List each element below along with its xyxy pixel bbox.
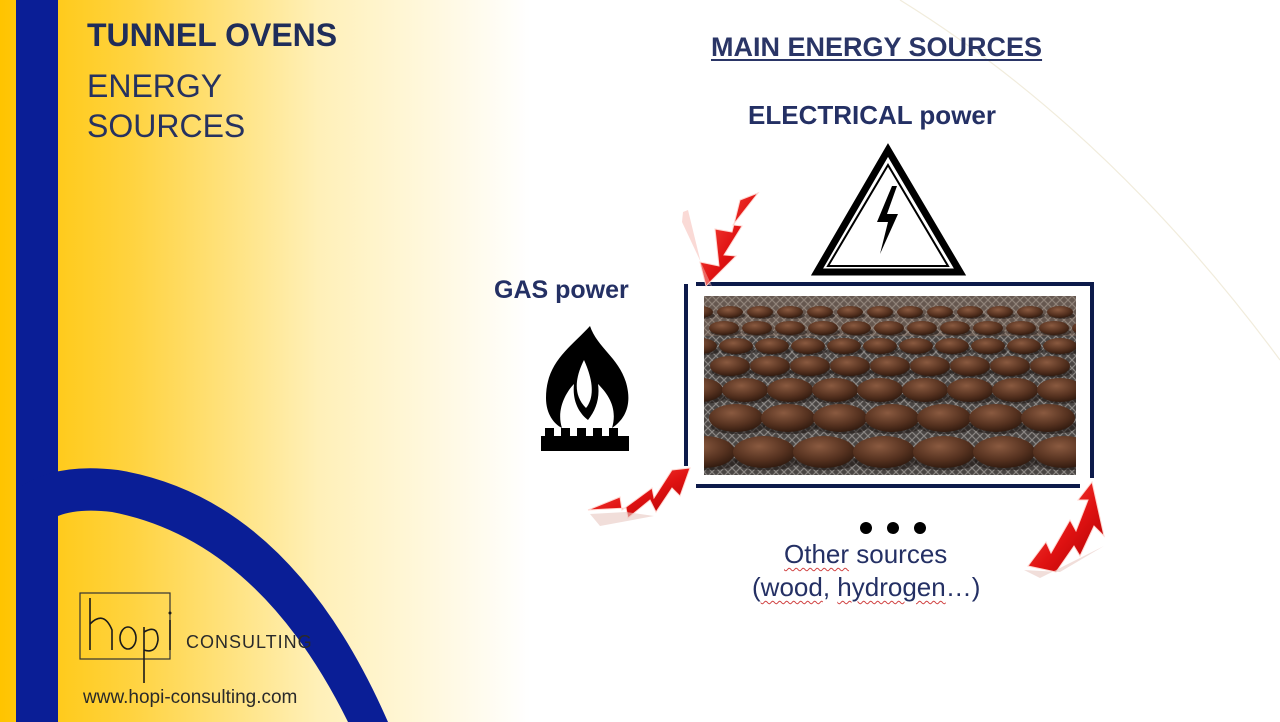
sources-word: sources — [849, 539, 948, 569]
brand-name: CONSULTING — [186, 632, 313, 652]
electrical-word: ELECTRICAL — [748, 100, 913, 130]
close-paren: …) — [945, 572, 981, 602]
open-paren: ( — [752, 572, 761, 602]
website-link[interactable]: www.hopi-consulting.com — [83, 687, 298, 708]
section-title: TUNNEL OVENS — [87, 17, 338, 53]
other-sources-line2: (wood, hydrogen…) — [752, 572, 980, 603]
gas-word: GAS — [494, 276, 549, 304]
blue-curve — [16, 468, 388, 722]
other-sources-line1: Other sources — [784, 539, 947, 570]
electrical-power-label: ELECTRICAL power — [748, 100, 996, 131]
decorative-line — [899, 0, 1280, 361]
gas-power-word: power — [548, 276, 629, 304]
wood-word: wood — [760, 572, 823, 602]
electrical-power-word: power — [912, 100, 996, 130]
gas-power-label: GAS power — [494, 276, 629, 305]
hydrogen-word: hydrogen — [837, 572, 946, 602]
comma-separator: , — [822, 572, 838, 602]
other-word: Other — [784, 539, 850, 569]
section-subtitle: ENERGY SOURCES — [87, 68, 246, 144]
main-heading: MAIN ENERGY SOURCES — [711, 32, 1043, 62]
